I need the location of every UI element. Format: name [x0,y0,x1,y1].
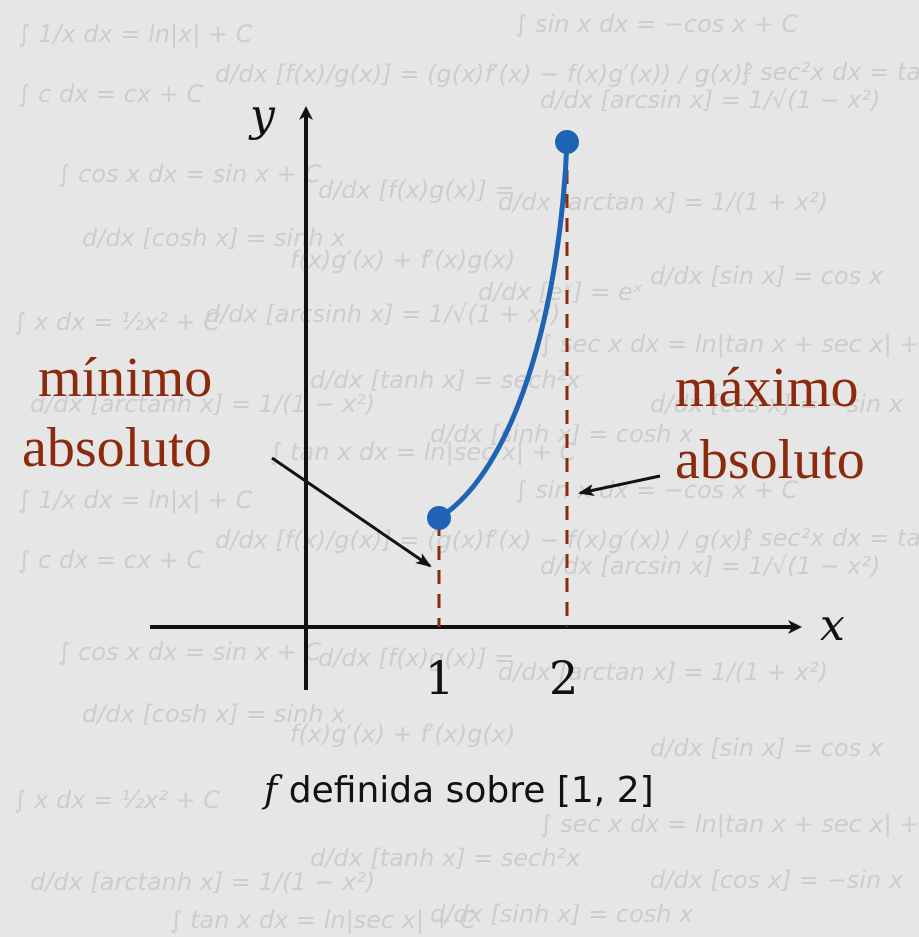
bg-formula: d/dx [arctanh x] = 1/(1 − x²) [30,868,375,896]
bg-formula: d/dx [tanh x] = sech²x [310,366,581,394]
background-formulas: ∫ 1/x dx = ln|x| + C ∫ sin x dx = −cos x… [14,10,919,934]
bg-formula: d/dx [cos x] = −sin x [650,866,904,894]
bg-formula: ∫ c dx = cx + C [18,80,204,108]
bg-formula: ∫ 1/x dx = ln|x| + C [18,486,253,514]
min-label-line1: mínimo [38,347,212,409]
bg-formula: ∫ 1/x dx = ln|x| + C [18,20,253,48]
max-label-line2: absoluto [675,429,865,491]
function-curve [437,141,570,521]
bg-formula: ∫ sec x dx = ln|tan x + sec x| + C [540,330,919,358]
bg-formula: d/dx [sin x] = cos x [650,262,884,290]
bg-formula: f(x)g′(x) + f′(x)g(x) [290,720,515,748]
min-point [427,506,451,530]
bg-formula: d/dx [arctan x] = 1/(1 + x²) [498,658,828,686]
bg-formula: d/dx [f(x)g(x)] = [318,644,514,672]
bg-formula: d/dx [cosh x] = sinh x [82,224,346,252]
caption-text: definida sobre [1, 2] [277,770,653,811]
min-arrow [271,456,432,568]
bg-formula: ∫ sec x dx = ln|tan x + sec x| + C [540,810,919,838]
bg-formula: d/dx [sinh x] = cosh x [430,420,694,448]
caption: f definida sobre [1, 2] [261,770,654,811]
bg-formula: d/dx [f(x)/g(x)] = (g(x)f′(x) − f(x)g′(x… [215,60,753,88]
bg-formula: d/dx [tanh x] = sech²x [310,844,581,872]
bg-formula: d/dx [sinh x] = cosh x [430,900,694,928]
bg-formula: ∫ sin x dx = −cos x + C [515,476,798,504]
bg-formula: d/dx [eˣ] = eˣ [478,278,643,306]
bg-formula: d/dx [arcsin x] = 1/√(1 − x²) [540,552,880,580]
bg-formula: ∫ x dx = ½x² + C [14,308,220,336]
bg-formula: ∫ x dx = ½x² + C [14,786,220,814]
tick-label-1: 1 [425,651,454,705]
bg-formula: d/dx [arcsinh x] = 1/√(1 + x²) [205,300,561,328]
bg-formula: d/dx [arctan x] = 1/(1 + x²) [498,188,828,216]
bg-formula: d/dx [arcsin x] = 1/√(1 − x²) [540,86,880,114]
bg-formula: ∫ cos x dx = sin x + C [58,160,321,188]
max-point [555,130,579,154]
bg-formula: ∫ sin x dx = −cos x + C [515,10,798,38]
bg-formula: ∫ tan x dx = ln|sec x| + C [170,906,476,934]
x-axis-label: x [820,600,845,651]
bg-formula: d/dx [cosh x] = sinh x [82,700,346,728]
bg-formula: ∫ sec²x dx = tan x + C [740,58,919,86]
min-label-line2: absoluto [22,417,212,479]
max-arrow [578,474,661,496]
bg-formula: f(x)g′(x) + f′(x)g(x) [290,246,515,274]
y-axis-label: y [248,90,276,141]
tick-label-2: 2 [549,651,578,705]
bg-formula: ∫ tan x dx = ln|sec x| + C [270,438,576,466]
max-label-line1: máximo [675,357,859,419]
bg-formula: d/dx [f(x)/g(x)] = (g(x)f′(x) − f(x)g′(x… [215,526,753,554]
bg-formula: ∫ cos x dx = sin x + C [58,638,321,666]
bg-formula: d/dx [arctanh x] = 1/(1 − x²) [30,390,375,418]
bg-formula: ∫ sec²x dx = tan x + C [740,524,919,552]
bg-formula: d/dx [f(x)g(x)] = [318,176,514,204]
bg-formula: d/dx [sin x] = cos x [650,734,884,762]
bg-formula: d/dx [cos x] = −sin x [650,390,904,418]
bg-formula: ∫ c dx = cx + C [18,546,204,574]
